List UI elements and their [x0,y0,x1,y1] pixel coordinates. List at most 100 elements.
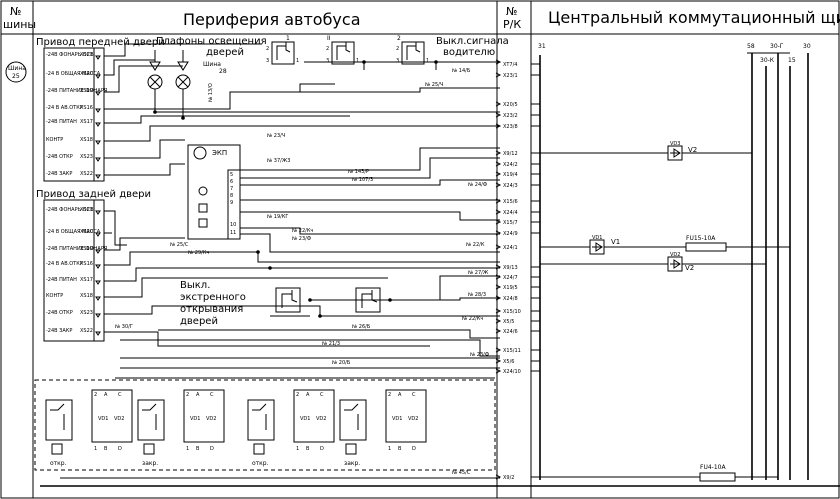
connector-21: X15/11 [503,348,521,354]
wire-label-1: № 25/Ч [425,82,443,88]
valve-1-pinB: B [104,446,108,452]
bus-28-label: Шина 28 № 13/О [203,61,227,102]
valve-2-pinB: B [196,446,200,452]
valve-1-pinC: C [118,392,122,398]
rear-row-pin-2: XS19 [80,246,93,252]
ekp-pin-11: 11 [230,230,236,236]
bus-15-label: 15 [788,57,796,64]
v2a-label: V2 [688,146,697,154]
connector-24: X9/2 [503,475,514,481]
front-row-pin-1: XS20 [80,71,93,77]
switch-1-pin1: 1 [296,58,299,64]
bus-31-label: 31 [538,43,546,50]
connector-column: XT7/4 X23/1 X20/5 X23/2 X23/8 X9/12 X24/… [495,59,521,481]
rear-door-drive: Привод задней двери -24В ФОНАРЬ ОСВ. XS2… [36,189,151,342]
fuse-fu4-label: FU4-10А [700,464,726,471]
bus-58-label: 58 [747,43,755,50]
diode-vd3: VD3 V2 [667,141,697,161]
connector-16: X19/5 [503,285,518,291]
valve-3-pinC: C [320,392,324,398]
vd2-label: VD2 [670,252,680,258]
front-row-pin-7: XS22 [80,171,93,177]
valve-1-pin1: 1 [94,446,97,452]
valve-3-open: откр. [252,460,269,467]
bus-30-label: 30 [803,43,811,50]
central-board: 31 58 30-Г 30 30-К 15 [531,43,811,482]
rear-row-pin-0: XS21 [80,207,93,213]
periphery-wiring [40,43,840,487]
valve-2-pinC: C [210,392,214,398]
front-row-label-7: -24В ЗАКР [46,171,72,177]
ekp-pin-9: 9 [230,200,233,206]
ekp-pin-6: 6 [230,179,233,185]
connector-12: X24/9 [503,231,518,237]
switch-2-label: II [327,35,331,42]
bus-30k-label: 30-К [760,57,775,64]
valve-4-vd2: VD2 [408,416,418,422]
connector-7: X19/4 [503,172,518,178]
rear-row-pin-3: XS16 [80,261,93,267]
rear-row-label-3: -24 В АВ.ОТКР [46,261,83,267]
front-door-rows: -24В ФОНАРЬ ОСВ. XS21 -24 В ОБЩАЯ МАССА … [46,52,107,177]
wire-label-2: № 23/Ч [267,133,285,139]
switch-2-pin2: 2 [326,46,329,52]
valve-3-pinA: A [306,392,310,398]
connector-5: X9/12 [503,151,518,157]
rear-row-label-5: КОНТР [46,293,63,299]
connector-8: X24/3 [503,183,518,189]
rear-row-pin-6: XS23 [80,310,93,316]
front-row-label-2: -24В ПИТАНИЕ ФОНАРЯ [46,88,107,94]
connector-18: X15/10 [503,309,521,315]
valve-3: 2 A C VD1 VD2 1 B D откр. [247,389,335,467]
diode-vd1: VD1 V1 [589,235,620,255]
connector-4: X23/8 [503,124,518,130]
ekp-pin-5: 5 [230,172,233,178]
v2b-label: V2 [685,264,694,272]
vd3-label: VD3 [670,141,680,147]
valve-4-pin2: 2 [388,392,391,398]
connector-17: X24/8 [503,296,518,302]
switch-1: 1 2 3 1 [266,35,299,65]
fuse-fu15: FU15-10А [685,235,727,252]
valve-2-pinD: D [210,446,214,452]
connector-10: X24/4 [503,210,518,216]
wire-label-14: № 28/3 [468,292,486,298]
valve-1-vd1: VD1 [98,416,108,422]
connector-3: X23/2 [503,113,518,119]
ekp-pin-7: 7 [230,186,233,192]
connector-22: X5/6 [503,359,514,365]
rear-row-label-4: -24В ПИТАН [46,277,77,283]
front-row-pin-0: XS21 [80,52,93,58]
wire-label-15: № 22/Кч [462,316,483,322]
wire-label-18: № 21/3 [322,341,340,347]
valve-2-vd1: VD1 [190,416,200,422]
front-row-pin-3: XS16 [80,105,93,111]
bus-28-text-2: 28 [219,68,227,75]
switch-2: II 2 3 1 [326,35,359,65]
valve-2-vd2: VD2 [206,416,216,422]
valve-1-pin2: 2 [94,392,97,398]
bus-25-text-1: Шина [8,65,26,72]
emergency-switch-1 [270,287,310,317]
wire-label-5: № 107/3 [352,177,373,183]
emergency-switch-2 [350,287,390,317]
rear-row-pin-5: XS18 [80,293,93,299]
top-switches: 1 2 3 1 II 2 3 1 2 2 3 1 Выкл.сигнала во… [266,35,509,65]
connector-0: XT7/4 [503,62,517,68]
bus-30g-label: 30-Г [770,43,784,50]
fuse-fu4: FU4-10А [699,464,736,482]
bus-25-label: Шина 25 [5,61,27,83]
wire-labels: № 14/Б № 25/Ч № 23/Ч № 37/Ж3 № 143/Р № 1… [115,68,490,476]
header: № шины Периферия автобуса № Р/К Централь… [3,5,840,31]
wire-label-21: № 45/С [452,470,471,476]
junctions [153,60,438,318]
front-row-label-6: -24В ОТКР [46,154,73,160]
rear-row-pin-1: XS20 [80,229,93,235]
valve-4-close: закр. [344,460,360,467]
valve-3-pin1: 1 [296,446,299,452]
switch-1-label: 1 [286,35,290,42]
valve-3-pinD: D [320,446,324,452]
connector-6: X24/2 [503,162,518,168]
wire-label-3: № 37/Ж3 [267,158,290,164]
